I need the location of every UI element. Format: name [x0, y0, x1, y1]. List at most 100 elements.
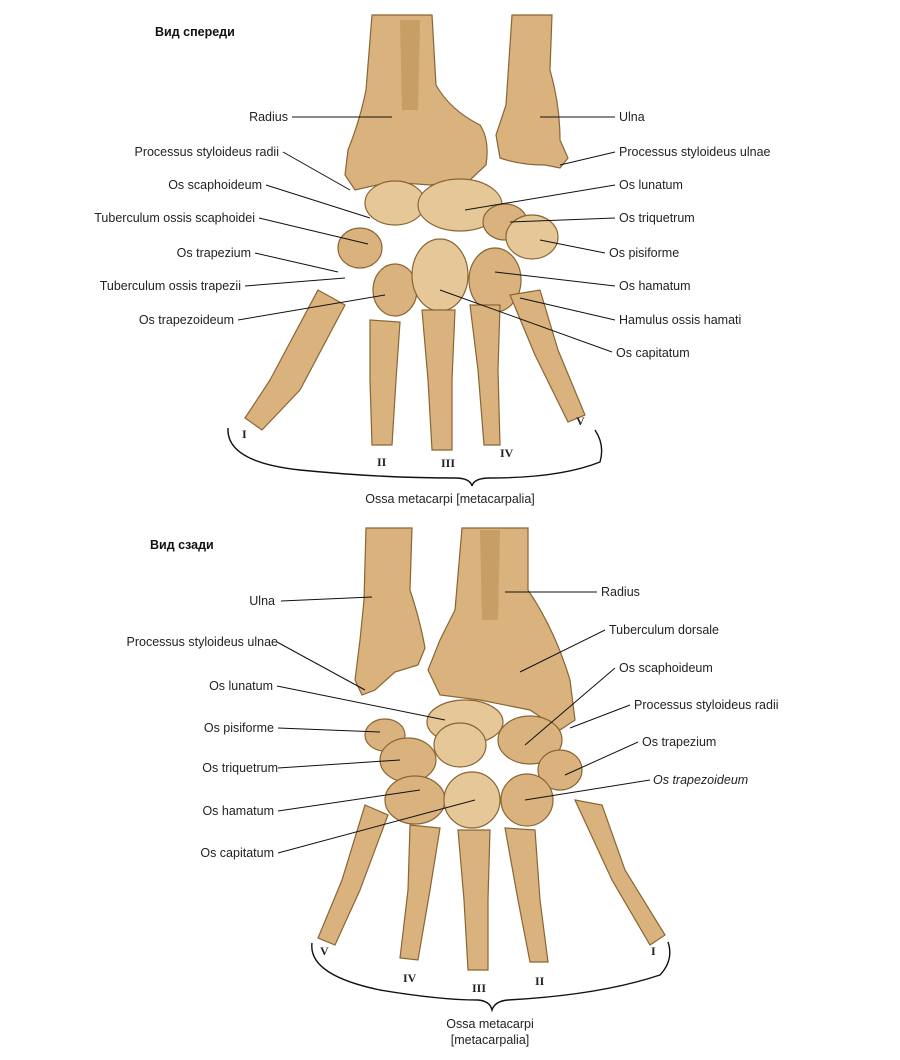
- front-numeral-ii: II: [377, 455, 387, 469]
- back-label-proc-styl-radii: Processus styloideus radii: [634, 698, 779, 712]
- front-label-trapezium: Os trapezium: [177, 246, 251, 260]
- back-leader-proc-styl-radii: [569, 704, 631, 729]
- front-metacarpal-ii: [369, 319, 401, 446]
- back-ulna-bone: [354, 527, 426, 696]
- back-leader-pisiforme: [277, 727, 381, 733]
- back-capitate-bone: [443, 771, 501, 829]
- front-label-pisiforme: Os pisiforme: [609, 246, 679, 260]
- front-label-trapezoideum: Os trapezoideum: [139, 313, 234, 327]
- front-capitate-bone: [411, 238, 469, 312]
- back-view: Вид сзади: [127, 527, 779, 1047]
- front-metacarpal-v: [509, 289, 586, 423]
- back-numeral-i: I: [651, 944, 656, 958]
- back-leader-triquetrum: [277, 759, 401, 769]
- back-metacarpi-brace: [311, 941, 671, 1013]
- front-numeral-i: I: [242, 427, 247, 441]
- front-label-scaphoideum: Os scaphoideum: [168, 178, 262, 192]
- back-metacarpal-v: [317, 804, 389, 946]
- front-numeral-v: V: [576, 414, 585, 428]
- front-pisiform-bone: [505, 214, 559, 260]
- back-numeral-v: V: [320, 944, 329, 958]
- back-leader-capitatum: [277, 799, 476, 854]
- back-leader-hamatum: [277, 789, 421, 812]
- front-trapezium-bone: [337, 227, 383, 269]
- front-label-tub-trapezii: Tuberculum ossis trapezii: [100, 279, 241, 293]
- front-leader-lunatum: [464, 184, 616, 211]
- back-radius-shade: [480, 530, 500, 620]
- front-label-radius: Radius: [249, 110, 288, 124]
- front-leader-proc-styl-radii: [282, 151, 351, 191]
- back-label-radius: Radius: [601, 585, 640, 599]
- back-leader-ulna: [280, 596, 373, 602]
- back-view-title: Вид сзади: [150, 538, 214, 552]
- back-triquetrum-bone: [379, 737, 437, 783]
- front-label-hamulus: Hamulus ossis hamati: [619, 313, 741, 327]
- front-metacarpi-brace: [227, 427, 603, 487]
- front-radius-bone: [344, 14, 488, 191]
- front-leader-hamatum: [494, 271, 616, 287]
- back-metacarpal-ii: [504, 827, 549, 963]
- back-label-ulna: Ulna: [249, 594, 275, 608]
- back-label-metacarpi-line2: [metacarpalia]: [451, 1033, 530, 1047]
- front-label-ulna: Ulna: [619, 110, 645, 124]
- back-trapezium-bone: [537, 749, 583, 791]
- front-metacarpal-iii: [421, 309, 456, 451]
- back-numeral-iii: III: [472, 981, 486, 995]
- front-label-tub-scaphoidei: Tuberculum ossis scaphoidei: [94, 211, 255, 225]
- back-leader-trapezium: [564, 741, 639, 776]
- back-label-scaphoideum: Os scaphoideum: [619, 661, 713, 675]
- front-leader-trapezoideum: [237, 294, 386, 321]
- back-numeral-iv: IV: [403, 971, 417, 985]
- front-leader-proc-styl-ulnae: [559, 151, 616, 166]
- front-label-metacarpi: Ossa metacarpi [metacarpalia]: [365, 492, 535, 506]
- back-numeral-ii: II: [535, 974, 545, 988]
- front-leader-capitatum: [439, 289, 613, 353]
- back-label-hamatum: Os hamatum: [202, 804, 274, 818]
- back-metacarpal-iii: [457, 829, 491, 971]
- back-leader-lunatum: [276, 685, 446, 721]
- back-leader-scaphoideum: [524, 667, 616, 746]
- front-metacarpal-i: [244, 289, 346, 431]
- back-label-triquetrum: Os triquetrum: [202, 761, 278, 775]
- back-leader-tub-dorsale: [519, 629, 606, 673]
- front-trapezoid-bone: [372, 263, 418, 317]
- back-label-trapezoideum: Os trapezoideum: [653, 773, 748, 787]
- back-label-proc-styl-ulnae: Processus styloideus ulnae: [127, 635, 279, 649]
- back-label-lunatum: Os lunatum: [209, 679, 273, 693]
- back-metacarpal-i: [573, 799, 666, 946]
- front-ulna-bone: [495, 14, 569, 169]
- back-label-trapezium: Os trapezium: [642, 735, 716, 749]
- back-metacarpal-iv: [399, 824, 441, 961]
- front-radius-shade: [400, 20, 420, 110]
- front-label-proc-styl-radii: Processus styloideus radii: [134, 145, 279, 159]
- front-numeral-iii: III: [441, 456, 455, 470]
- back-radius-bone: [427, 527, 576, 731]
- front-leader-tub-trapezii: [244, 277, 346, 287]
- front-label-proc-styl-ulnae: Processus styloideus ulnae: [619, 145, 771, 159]
- front-view: Вид спереди: [94, 14, 771, 506]
- back-leader-proc-styl-ulnae: [276, 641, 366, 691]
- front-leader-pisiforme: [539, 239, 606, 254]
- back-label-capitatum: Os capitatum: [200, 846, 274, 860]
- back-hamate-bone: [384, 775, 446, 825]
- front-label-capitatum: Os capitatum: [616, 346, 690, 360]
- front-view-title: Вид спереди: [155, 25, 235, 39]
- back-lunate-lower-bone: [433, 722, 487, 768]
- front-scaphoid-bone: [364, 180, 426, 226]
- front-label-lunatum: Os lunatum: [619, 178, 683, 192]
- front-leader-triquetrum: [509, 217, 616, 223]
- back-label-metacarpi-line1: Ossa metacarpi: [446, 1017, 534, 1031]
- back-label-pisiforme: Os pisiforme: [204, 721, 274, 735]
- front-leader-scaphoideum: [265, 184, 371, 219]
- back-leader-trapezoideum: [524, 779, 651, 801]
- front-label-hamatum: Os hamatum: [619, 279, 691, 293]
- front-leader-hamulus: [519, 297, 616, 321]
- front-numeral-iv: IV: [500, 446, 514, 460]
- front-leader-trapezium: [254, 252, 339, 273]
- front-leader-tub-scaphoidei: [258, 217, 369, 245]
- back-label-tub-dorsale: Tuberculum dorsale: [609, 623, 719, 637]
- front-label-triquetrum: Os triquetrum: [619, 211, 695, 225]
- front-metacarpal-iv: [469, 304, 501, 446]
- back-scaphoid-bone: [497, 715, 563, 765]
